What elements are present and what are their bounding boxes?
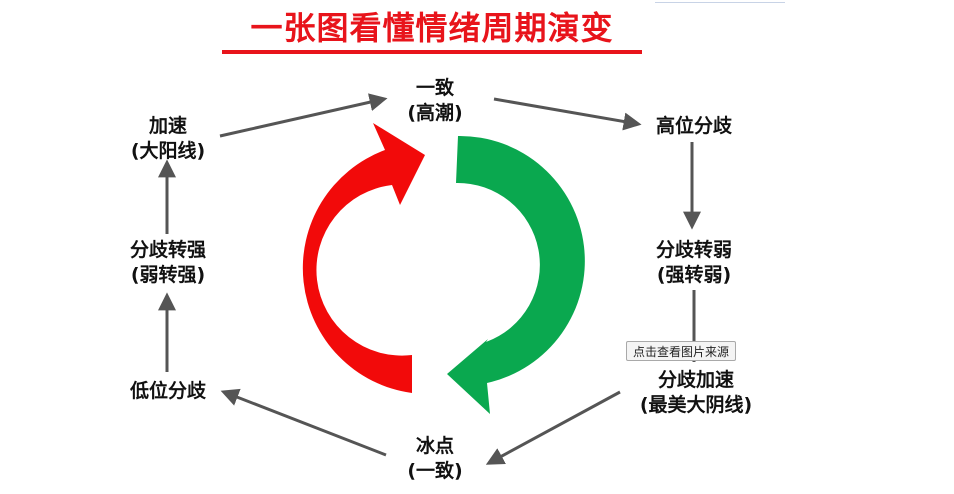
image-source-tooltip[interactable]: 点击查看图片来源 bbox=[626, 341, 736, 361]
node-top-consensus: 一致 (高潮) bbox=[395, 76, 475, 126]
page-top-fragment bbox=[655, 0, 785, 3]
node-low-split: 低位分歧 bbox=[118, 379, 218, 404]
title-underline bbox=[222, 50, 642, 54]
node-freezing-point-line1: 冰点 bbox=[415, 435, 454, 457]
node-accelerate-line1: 加速 bbox=[148, 115, 187, 137]
node-high-split-line1: 高位分歧 bbox=[655, 115, 732, 137]
node-weaken-line2: (强转弱) bbox=[656, 264, 732, 286]
connector-accelerate-to-top bbox=[219, 93, 388, 138]
diagram-title: 一张图看懂情绪周期演变 bbox=[222, 8, 642, 56]
node-weaken: 分歧转弱 (强转弱) bbox=[640, 238, 748, 288]
node-low-split-line1: 低位分歧 bbox=[129, 380, 206, 402]
title-text: 一张图看懂情绪周期演变 bbox=[250, 9, 614, 47]
node-freezing-point-line2: (一致) bbox=[407, 460, 463, 482]
node-accelerate-divergence-line2: (最美大阴线) bbox=[639, 394, 753, 416]
node-accelerate-divergence-line1: 分歧加速 bbox=[657, 369, 734, 391]
node-accelerate: 加速 (大阳线) bbox=[122, 114, 214, 164]
node-accelerate-line2: (大阳线) bbox=[130, 140, 206, 162]
connector-accelerate-to-freeze bbox=[485, 390, 621, 465]
red-cycle-arrow bbox=[302, 123, 425, 393]
node-top-line1: 一致 bbox=[415, 77, 454, 99]
connector-top-to-high-split bbox=[493, 97, 642, 131]
node-accelerate-divergence: 分歧加速 (最美大阴线) bbox=[628, 368, 764, 418]
node-high-split: 高位分歧 bbox=[644, 114, 744, 139]
node-strengthen-line1: 分歧转强 bbox=[129, 239, 206, 261]
node-strengthen: 分歧转强 (弱转强) bbox=[114, 238, 222, 288]
node-top-line2: (高潮) bbox=[407, 102, 463, 124]
green-cycle-arrow bbox=[447, 135, 585, 415]
node-strengthen-line2: (弱转强) bbox=[130, 264, 206, 286]
node-freezing-point: 冰点 (一致) bbox=[395, 434, 475, 484]
node-weaken-line1: 分歧转弱 bbox=[655, 239, 732, 261]
connector-freeze-to-low-split bbox=[220, 388, 387, 457]
